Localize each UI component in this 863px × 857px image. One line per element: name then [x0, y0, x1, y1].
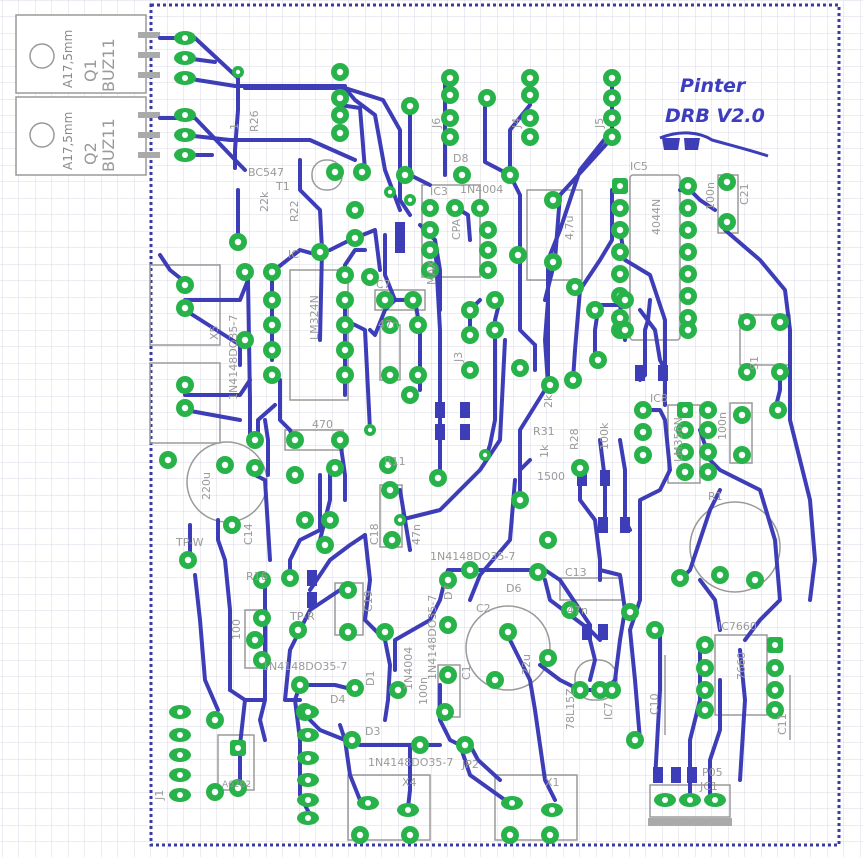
label-c21: C21: [738, 183, 751, 205]
q2-ref-label: Q2: [81, 142, 100, 165]
label-ic7: IC7: [602, 702, 615, 720]
transistor-q2: A17,5mm Q2 BUZ11: [15, 96, 160, 176]
label-j4: J4: [510, 118, 523, 129]
brand-line-1: Pinter: [680, 75, 747, 97]
label-d35: 1N4148DO35-7: [227, 315, 240, 400]
label-c22u: 22u: [520, 654, 533, 675]
label-c47n-2: 47n: [410, 524, 423, 545]
label-r1k: 1k: [538, 444, 551, 458]
label-jp2: JP2: [461, 758, 479, 771]
label-c100n-3: 100n: [417, 677, 430, 705]
label-c10: C10: [648, 693, 661, 715]
board-outline: [149, 3, 841, 847]
label-c100n-1: 100n: [704, 182, 717, 210]
label-d7-part: 1N4148DO35-7: [426, 595, 439, 680]
label-c11: C11: [776, 713, 789, 735]
q1-ref-label: Q1: [81, 59, 100, 82]
label-d6-part: 1N4148DO35-7: [430, 550, 515, 563]
label-d5: 1N4148DO35-7: [262, 660, 347, 673]
label-s1: S1: [748, 356, 761, 370]
label-r22-value: 22k: [258, 191, 271, 212]
connector-bar: [648, 818, 732, 826]
brand-block: Pinter DRB V2.0: [659, 75, 769, 158]
label-j6: J6: [430, 118, 443, 129]
label-r16: R16: [246, 570, 268, 583]
label-jc1: JC1: [699, 780, 718, 793]
label-r100k: 100k: [598, 422, 611, 450]
label-c470: 470: [312, 418, 333, 431]
silkscreen-outlines: [149, 159, 791, 841]
label-78l15z: 78L15Z: [564, 688, 577, 730]
brand-line-2: DRB V2.0: [665, 105, 765, 127]
label-tpw: TP-W: [175, 536, 204, 549]
label-d6: D6: [506, 582, 521, 595]
label-c100n-2: 100n: [716, 412, 729, 440]
component-labels: R26 1 BC547 T1 R22 22k J6 J4 J5 D8 IC3 1…: [153, 110, 789, 801]
transistor-q1: A17,5mm Q1 BUZ11: [15, 14, 160, 94]
label-ic5: IC5: [630, 160, 648, 173]
label-c1: C1: [460, 665, 473, 680]
label-d3-part: 1N4148DO35-7: [368, 756, 453, 769]
copper-traces: [158, 36, 817, 817]
label-r22: R22: [288, 200, 301, 222]
label-c2: C2: [476, 602, 491, 615]
label-x1: X1: [545, 776, 560, 789]
label-ic5-part: 4044N: [650, 199, 663, 235]
label-bc547: BC547: [248, 166, 284, 179]
label-c220u: 220u: [200, 472, 213, 500]
label-r11: R11: [384, 455, 406, 468]
label-d8-part: 1N4004: [460, 183, 503, 196]
label-d1: D1: [364, 671, 377, 686]
label-ic7660: IC7660: [718, 620, 757, 633]
label-d7: D7: [442, 585, 455, 600]
label-c47u: 4,7u: [563, 216, 576, 240]
label-x5: X5: [208, 325, 221, 340]
label-lm324: LM324N: [308, 295, 321, 340]
label-j3: J3: [452, 352, 465, 363]
label-r2k: 2k: [542, 394, 555, 408]
label-r1: R1: [708, 490, 723, 503]
label-ic: IC: [288, 248, 299, 261]
q2-package-label: A17,5mm: [61, 112, 75, 170]
label-c13: C13: [565, 566, 587, 579]
label-j1: J1: [153, 790, 166, 801]
label-lm358: LM358N: [672, 417, 685, 462]
label-c47n-3: 47n: [567, 604, 588, 617]
label-c7: C7: [376, 278, 391, 291]
q1-part-label: BUZ11: [99, 38, 118, 92]
label-max: MAX: [425, 260, 438, 285]
label-r100: 100: [230, 619, 243, 640]
label-ic3: IC3: [430, 185, 448, 198]
label-d3: D3: [365, 725, 380, 738]
q2-part-label: BUZ11: [99, 118, 118, 172]
label-r31: R31: [533, 425, 555, 438]
label-r28: R28: [568, 428, 581, 450]
label-ic8: IC8: [650, 392, 668, 405]
label-d4: D4: [330, 693, 345, 706]
label-j5: J5: [593, 118, 606, 129]
label-ic7660b: 7660: [735, 652, 748, 680]
label-c14: C14: [242, 523, 255, 545]
label-r26-value: 1: [228, 123, 241, 130]
label-a6262: A6262: [222, 780, 251, 790]
label-tpr: TP-R: [289, 610, 315, 623]
label-r1500: 1500: [537, 470, 565, 483]
label-r26: R26: [248, 110, 261, 132]
label-p05: P05: [702, 766, 723, 779]
label-d1-part: 1N4004: [402, 647, 415, 690]
label-c19: C19: [362, 590, 375, 612]
q1-package-label: A17,5mm: [61, 30, 75, 88]
label-c47n-1: 47n: [378, 318, 399, 331]
label-x4: X4: [402, 776, 417, 789]
label-t1: T1: [275, 180, 290, 193]
label-d8: D8: [453, 152, 468, 165]
label-cpa: CPA: [450, 218, 463, 240]
label-c18: C18: [368, 523, 381, 545]
